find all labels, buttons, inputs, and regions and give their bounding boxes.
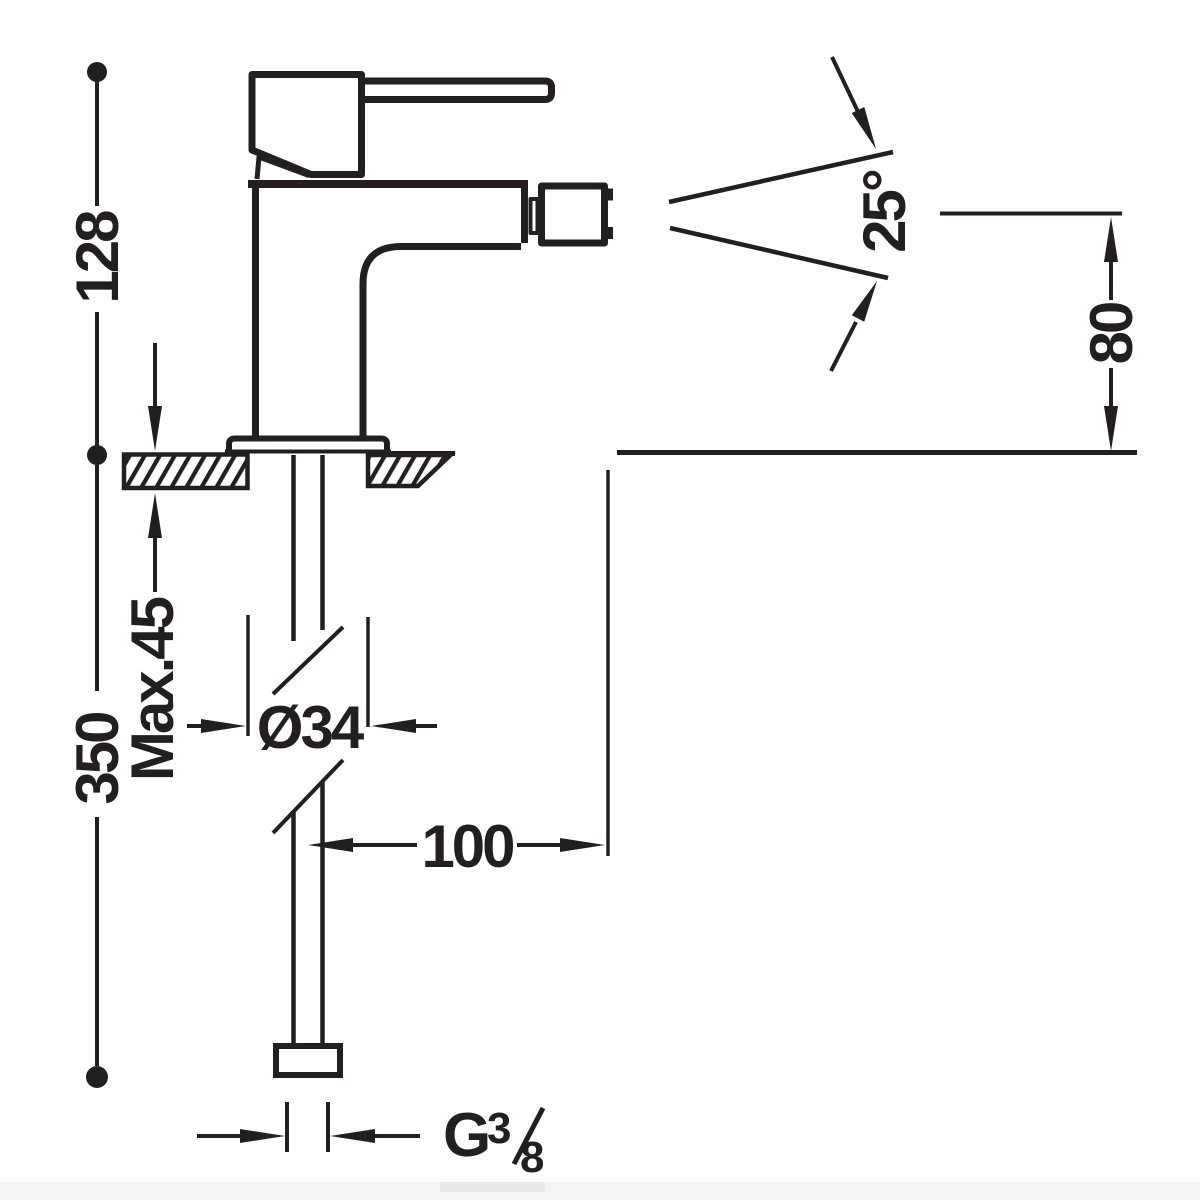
- fraction-slash: [511, 1106, 546, 1166]
- leader-line-upper: [830, 56, 862, 117]
- datum-dot-top: [87, 62, 107, 82]
- handle-lever: [365, 77, 555, 103]
- aerator-body: [538, 182, 608, 247]
- arrowhead-upper: [851, 107, 876, 149]
- deck-hatch-right: [365, 452, 457, 489]
- dimension-label-128: 128: [64, 211, 131, 304]
- pipe-break-mark-upper: [271, 625, 345, 696]
- dim-total-height: 350: [64, 465, 131, 1088]
- thread-end-fitting: [273, 1043, 343, 1078]
- angle-line-upper: [668, 149, 894, 205]
- arrowhead-right: [201, 719, 246, 733]
- footer-strip: [0, 1182, 1200, 1200]
- dim-deck-thickness: Max.45: [119, 343, 186, 781]
- page-footer-strip: [0, 1182, 1200, 1200]
- arrowhead-down: [148, 406, 162, 451]
- dimension-label-80: 80: [1078, 303, 1145, 364]
- leader-line-lower: [829, 321, 858, 372]
- counter-deck-section: [121, 450, 1137, 491]
- arrowhead-left: [330, 1129, 375, 1143]
- dimension-label-25deg: 25°: [851, 170, 918, 253]
- aerator-connector: [528, 197, 540, 235]
- footer-strip-patch: [440, 1182, 545, 1192]
- dim-spout-projection: 100: [308, 470, 610, 880]
- spout-underside: [359, 243, 521, 440]
- faucet-body: [225, 71, 613, 454]
- arrowhead-right: [560, 838, 605, 852]
- arrowhead-down: [1104, 406, 1118, 451]
- dimension-label-max45: Max.45: [119, 597, 186, 781]
- supply-pipe: [271, 455, 345, 1078]
- arrowhead-lower: [851, 281, 877, 322]
- arrowhead-up: [1104, 217, 1118, 262]
- thread-fraction-denominator: 8: [520, 1133, 544, 1182]
- dim-height-above-deck: 128: [64, 62, 131, 465]
- pipe-break-mark-lower: [271, 758, 345, 835]
- dim-spray-angle: 25°: [668, 56, 918, 372]
- datum-dot-bottom: [86, 1066, 108, 1088]
- dim-outlet-height: 80: [940, 211, 1145, 451]
- dim-body-diameter: Ø34: [187, 615, 437, 761]
- arrowhead-left: [371, 719, 416, 733]
- deck-hatch-left: [121, 452, 250, 491]
- dimension-label-350: 350: [64, 713, 131, 805]
- base-plate: [226, 435, 390, 452]
- arrowhead-right: [240, 1129, 285, 1143]
- dimension-label-100: 100: [421, 813, 513, 880]
- angle-line-lower: [669, 225, 889, 281]
- arrowhead-left: [308, 838, 353, 852]
- datum-dot-deck: [87, 445, 107, 465]
- handle-base-wedge: [254, 154, 310, 180]
- arrowhead-up: [148, 493, 162, 538]
- aerator-tab-top: [605, 188, 613, 201]
- dimension-label-d34: Ø34: [257, 694, 365, 761]
- thread-label-prefix: G: [443, 1101, 491, 1170]
- dim-thread-size: G 3 8: [197, 1101, 546, 1182]
- thread-fraction-numerator: 3: [487, 1104, 511, 1153]
- aerator-tab-bottom: [605, 227, 613, 239]
